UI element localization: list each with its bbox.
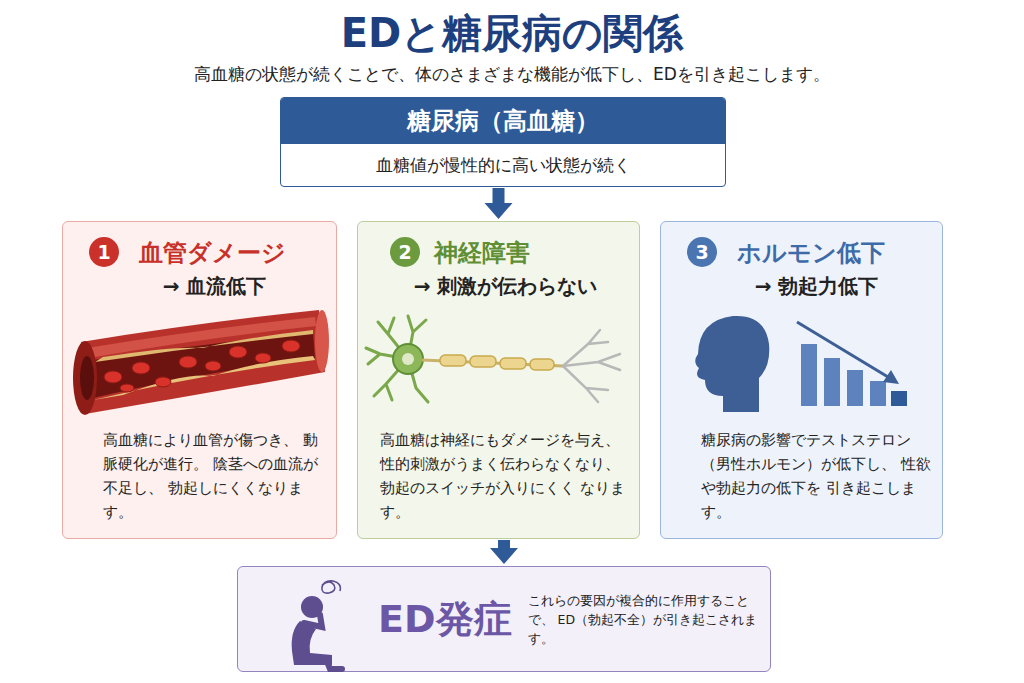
result-box: ED発症これらの要因が複合的に作用することで、 ED（勃起不全）が引き起こされま… bbox=[237, 566, 771, 672]
cause-box: 血管ダメージ → 血流低下高血糖により血管が傷つき、 動脈硬化が進行。 陰茎への血… bbox=[62, 221, 337, 539]
cause-text: 高血糖は神経にもダメージを与え、 性的刺激がうまく伝わらなくなり、 勃起のスイッ… bbox=[380, 428, 631, 524]
subtitle: 高血糖の状態が続くことで、体のさまざまな機能が低下し、EDを引き起こします。 bbox=[0, 62, 1024, 86]
hormone-decline-illustration bbox=[661, 304, 942, 414]
box-heading: 糖尿病（高血糖） bbox=[281, 98, 725, 144]
blood-vessel-illustration bbox=[63, 302, 336, 432]
cause-result: → 勃起力低下 bbox=[701, 272, 932, 300]
callout-number: 2 bbox=[390, 237, 420, 267]
cause-heading: 血管ダメージ bbox=[139, 238, 326, 268]
cause-box: ホルモン低下 → 勃起力低下糖尿病の影響でテストステロン （男性ホルモン）が低下し… bbox=[660, 221, 943, 539]
cause-result: → 血流低下 bbox=[103, 272, 326, 300]
result-text: これらの要因が複合的に作用することで、 ED（勃起不全）が引き起こされます。 bbox=[528, 591, 760, 648]
person-icon bbox=[260, 569, 370, 673]
callout-number: 3 bbox=[687, 237, 717, 267]
callout-number-text: 2 bbox=[398, 237, 411, 267]
box-text: 血糖値が慢性的に高い状態が続く bbox=[281, 144, 725, 186]
cause-heading: 神経障害 bbox=[434, 238, 631, 268]
callout-number-text: 3 bbox=[695, 237, 708, 267]
callout-number: 1 bbox=[89, 237, 119, 267]
cause-box: 神経障害 → 刺激が伝わらない高血糖は神経にもダメージを与え、 性的刺激がうまく伝… bbox=[357, 221, 640, 539]
title: EDと糖尿病の関係 bbox=[0, 8, 1024, 58]
callout-number-text: 1 bbox=[97, 237, 110, 267]
flow-arrow bbox=[485, 188, 513, 219]
cause-result: → 刺激が伝わらない bbox=[380, 272, 631, 300]
result-heading: ED発症 bbox=[378, 596, 512, 642]
flow-arrow bbox=[490, 540, 518, 564]
cause-text: 糖尿病の影響でテストステロン （男性ホルモン）が低下し、 性欲や勃起力の低下を … bbox=[701, 428, 932, 524]
cause-text: 高血糖により血管が傷つき、 動脈硬化が進行。 陰茎への血流が不足し、 勃起しにく… bbox=[103, 428, 326, 524]
neuron-illustration bbox=[358, 304, 639, 414]
top-box: 糖尿病（高血糖）血糖値が慢性的に高い状態が続く bbox=[280, 97, 726, 187]
cause-heading: ホルモン低下 bbox=[737, 238, 932, 268]
